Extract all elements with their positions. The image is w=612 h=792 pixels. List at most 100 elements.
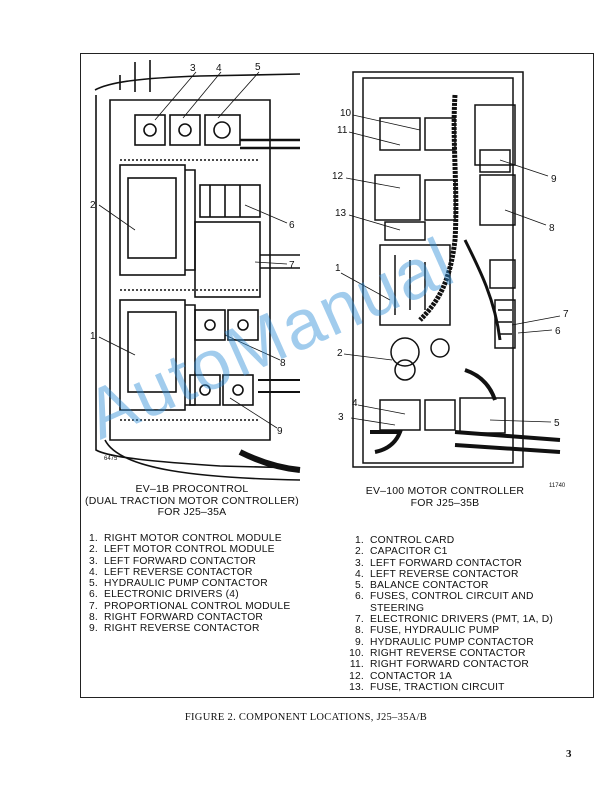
figure-caption: FIGURE 2. COMPONENT LOCATIONS, J25–35A/B (184, 712, 428, 723)
parts-list-item: 8.RIGHT FORWARD CONTACTOR (82, 612, 290, 623)
part-number: 7. (355, 614, 364, 626)
part-name: RIGHT FORWARD CONTACTOR (370, 659, 530, 671)
part-number: 8. (89, 612, 98, 624)
part-number: 9. (89, 623, 98, 635)
part-name: PROPORTIONAL CONTROL MODULE (104, 600, 291, 612)
part-name: ELECTRONIC DRIVERS (4) (104, 589, 239, 601)
parts-list-item: 9. HYDRAULIC PUMP CONTACTOR (348, 637, 553, 648)
part-name: STEERING (370, 602, 425, 614)
part-name: ELECTRONIC DRIVERS (PMT, 1A, D) (370, 614, 553, 626)
parts-list-item: 2. LEFT MOTOR CONTROL MODULE (82, 544, 290, 555)
parts-list-item: 3. LEFT FORWARD CONTACTOR (82, 556, 290, 567)
right-callout-12: 12 (332, 171, 344, 182)
parts-list-item: 13. FUSE, TRACTION CIRCUIT (348, 682, 553, 693)
part-number: 13. (349, 681, 364, 693)
right-callout-10: 10 (340, 108, 352, 119)
part-number: 9. (355, 636, 364, 648)
parts-list-item: STEERING (348, 603, 553, 614)
part-number: 5. (355, 580, 364, 592)
part-number: 6. (89, 589, 98, 601)
parts-list-item: 8.FUSE, HYDRAULIC PUMP (348, 625, 553, 636)
part-number: 2. (89, 544, 98, 556)
left-caption-line: FOR J25–35A (157, 506, 227, 518)
part-number: 1. (89, 533, 98, 544)
part-name: LEFT REVERSE CONTACTOR (104, 566, 253, 578)
part-name: LEFT FORWARD CONTACTOR (104, 555, 256, 567)
left-callout-7: 7 (289, 260, 295, 271)
right-callout-9: 9 (551, 174, 557, 185)
part-name: LEFT MOTOR CONTROL MODULE (104, 544, 275, 556)
parts-list-item: 3.LEFT FORWARD CONTACTOR (348, 558, 553, 569)
left-callout-9: 9 (277, 426, 283, 437)
parts-list-item: 9. RIGHT REVERSE CONTACTOR (82, 623, 290, 634)
left-image-code: 6475 (104, 456, 118, 462)
parts-list-item: 7. PROPORTIONAL CONTROL MODULE (82, 601, 290, 612)
part-number: 1. (355, 535, 364, 546)
part-name: FUSES, CONTROL CIRCUIT AND (370, 591, 534, 603)
part-name: LEFT FORWARD CONTACTOR (370, 557, 522, 569)
parts-list-item: 5. HYDRAULIC PUMP CONTACTOR (82, 578, 290, 589)
part-number: 5. (89, 578, 98, 590)
left-callout-6: 6 (289, 220, 295, 231)
parts-list-item: 2. CAPACITOR C1 (348, 546, 553, 557)
part-number: 4. (355, 568, 364, 580)
part-number: 10. (349, 647, 364, 659)
right-image-code: 11740 (549, 483, 566, 489)
part-name: HYDRAULIC PUMP CONTACTOR (370, 636, 534, 648)
right-callout-13: 13 (335, 208, 347, 219)
right-callout-4: 4 (352, 398, 358, 409)
part-number (348, 603, 364, 614)
left-parts-list: 1. RIGHT MOTOR CONTROL MODULE 2. LEFT MOTOR… (82, 533, 290, 635)
left-callout-1: 1 (90, 331, 96, 342)
page-number: 3 (566, 748, 572, 760)
part-name: LEFT REVERSE CONTACTOR (370, 568, 519, 580)
part-name: CAPACITOR C1 (370, 546, 448, 558)
left-callout-8: 8 (280, 358, 286, 369)
part-name: RIGHT MOTOR CONTROL MODULE (104, 533, 282, 544)
part-name: CONTACTOR 1A (370, 670, 453, 682)
part-number: 12. (349, 670, 364, 682)
left-figure-caption: EV–1B PROCONTROL (DUAL TRACTION MOTOR CO… (82, 483, 302, 519)
part-name: FUSE, TRACTION CIRCUIT (370, 681, 505, 693)
left-callout-2: 2 (90, 200, 96, 211)
left-caption-line: (DUAL TRACTION MOTOR CONTROLLER) (85, 494, 299, 507)
part-number: 11. (349, 659, 364, 671)
part-name: CONTROL CARD (370, 535, 455, 546)
right-callout-1: 1 (335, 263, 341, 274)
parts-list-item: 5. BALANCE CONTACTOR (348, 580, 553, 591)
part-name: BALANCE CONTACTOR (370, 580, 489, 592)
parts-list-item: 7. ELECTRONIC DRIVERS (PMT, 1A, D) (348, 614, 553, 625)
left-callout-4: 4 (216, 63, 222, 74)
parts-list-item: 12. CONTACTOR 1A (348, 671, 553, 682)
parts-list-item: 10.RIGHT REVERSE CONTACTOR (348, 648, 553, 659)
part-number: 3. (89, 555, 98, 567)
figure-frame (80, 53, 594, 698)
parts-list-item: 11. RIGHT FORWARD CONTACTOR (348, 659, 553, 670)
parts-list-item: 4. LEFT REVERSE CONTACTOR (348, 569, 553, 580)
part-name: HYDRAULIC PUMP CONTACTOR (104, 578, 268, 590)
parts-list-item: 1. RIGHT MOTOR CONTROL MODULE (82, 533, 290, 544)
right-caption-line: FOR J25–35B (410, 496, 480, 509)
left-callout-5: 5 (255, 62, 261, 73)
parts-list-item: 1. CONTROL CARD (348, 535, 553, 546)
right-callout-2: 2 (337, 348, 343, 359)
right-callout-6: 6 (555, 326, 561, 337)
part-name: RIGHT REVERSE CONTACTOR (104, 623, 260, 635)
left-callout-3: 3 (190, 63, 196, 74)
right-caption-line: EV–100 MOTOR CONTROLLER (365, 485, 525, 497)
part-number: 2. (355, 546, 364, 558)
parts-list-item: 4. LEFT REVERSE CONTACTOR (82, 567, 290, 578)
part-name: FUSE, HYDRAULIC PUMP (370, 625, 500, 637)
parts-list-item: 6. ELECTRONIC DRIVERS (4) (82, 589, 290, 600)
part-number: 7. (89, 600, 98, 612)
left-caption-line: EV–1B PROCONTROL (135, 483, 249, 495)
part-number: 6. (355, 591, 364, 603)
right-callout-3: 3 (338, 412, 344, 423)
part-number: 4. (89, 566, 98, 578)
right-figure-caption: EV–100 MOTOR CONTROLLER FOR J25–35B (350, 485, 540, 509)
right-callout-8: 8 (549, 223, 555, 234)
right-callout-5: 5 (554, 418, 560, 429)
